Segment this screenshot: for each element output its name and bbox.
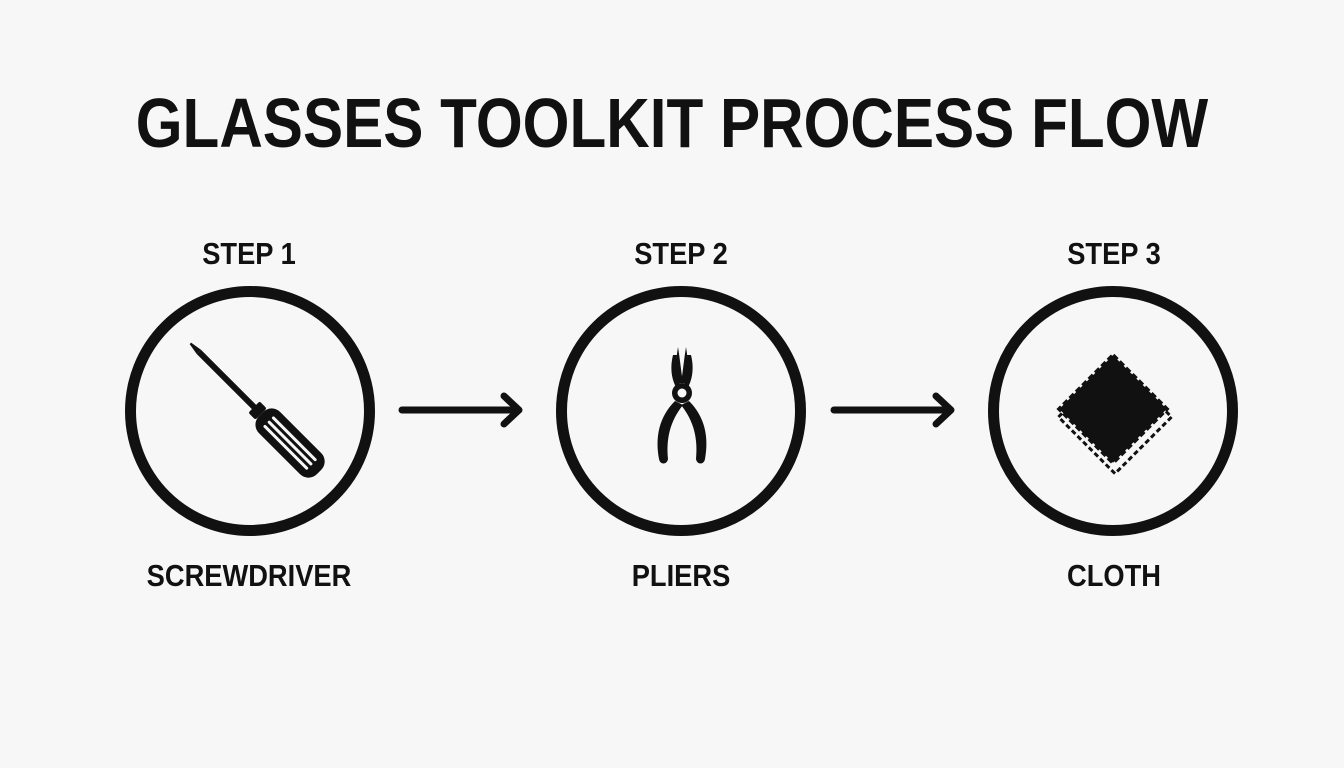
step-3-label: STEP 3: [1067, 236, 1161, 271]
diagram-title: GLASSES TOOLKIT PROCESS FLOW: [135, 84, 1209, 162]
arrow-right-icon: [398, 392, 523, 428]
step-2-label: STEP 2: [634, 236, 728, 271]
step-2-circle: [556, 286, 806, 536]
pliers-icon: [657, 347, 707, 464]
step-1-circle: [125, 286, 375, 536]
tool-label-pliers: PLIERS: [631, 558, 731, 593]
tool-label-cloth: CLOTH: [1067, 558, 1161, 593]
arrow-right-icon: [830, 392, 955, 428]
cloth-icon: [1056, 352, 1174, 476]
tool-label-screwdriver: SCREWDRIVER: [146, 558, 352, 593]
screwdriver-icon: [189, 342, 325, 478]
step-1-label: STEP 1: [202, 236, 296, 271]
step-3-circle: [988, 286, 1238, 536]
